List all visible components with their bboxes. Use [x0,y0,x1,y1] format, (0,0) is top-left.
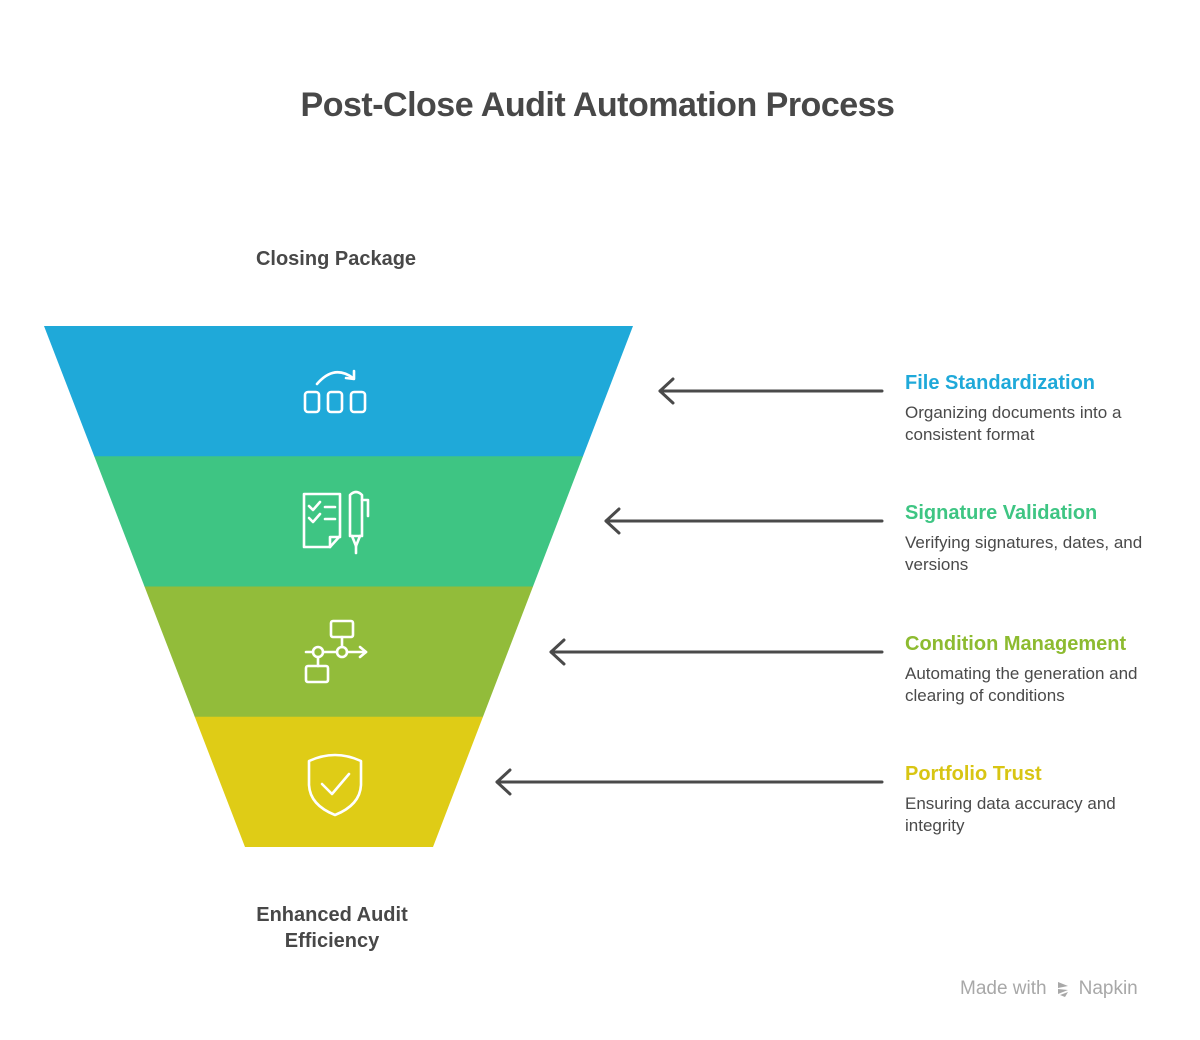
shield-check-icon [307,753,363,817]
step-title: File Standardization [905,372,1096,394]
funnel-band-signature-validation [94,456,583,587]
made-with-label: Made with [960,978,1047,999]
workflow-icon [304,619,368,684]
diagram-title: Post-Close Audit Automation Process [300,86,895,124]
funnel-band-portfolio-trust [194,716,483,847]
napkin-brand-label: Napkin [1078,978,1138,999]
step-description: Automating the generation and clearing o… [905,664,1138,705]
funnel-output-label: Enhanced Audit Efficiency [256,904,408,952]
step-title: Signature Validation [905,502,1098,524]
funnel-band-condition-management [144,586,533,718]
arrow-portfolio-trust [495,768,884,796]
arrow-signature-validation [604,507,884,535]
step-description: Verifying signatures, dates, and version… [905,533,1143,574]
step-title: Condition Management [905,633,1127,655]
arrow-condition-management [549,638,884,666]
step-condition-management: Condition Management Automating the gene… [905,631,1175,707]
funnel-input-label: Closing Package [255,248,417,270]
made-with-napkin-watermark: Made with Napkin [960,978,1138,1000]
step-signature-validation: Signature Validation Verifying signature… [905,500,1175,576]
step-file-standardization: File Standardization Organizing document… [905,370,1175,446]
step-title: Portfolio Trust [905,763,1042,785]
arrow-file-standardization [658,377,884,405]
step-description: Ensuring data accuracy and integrity [905,794,1116,835]
step-portfolio-trust: Portfolio Trust Ensuring data accuracy a… [905,761,1175,837]
napkin-logo-icon [1057,982,1068,997]
step-description: Organizing documents into a consistent f… [905,403,1122,444]
file-reorder-icon [303,369,367,414]
checklist-pen-icon [302,490,370,555]
